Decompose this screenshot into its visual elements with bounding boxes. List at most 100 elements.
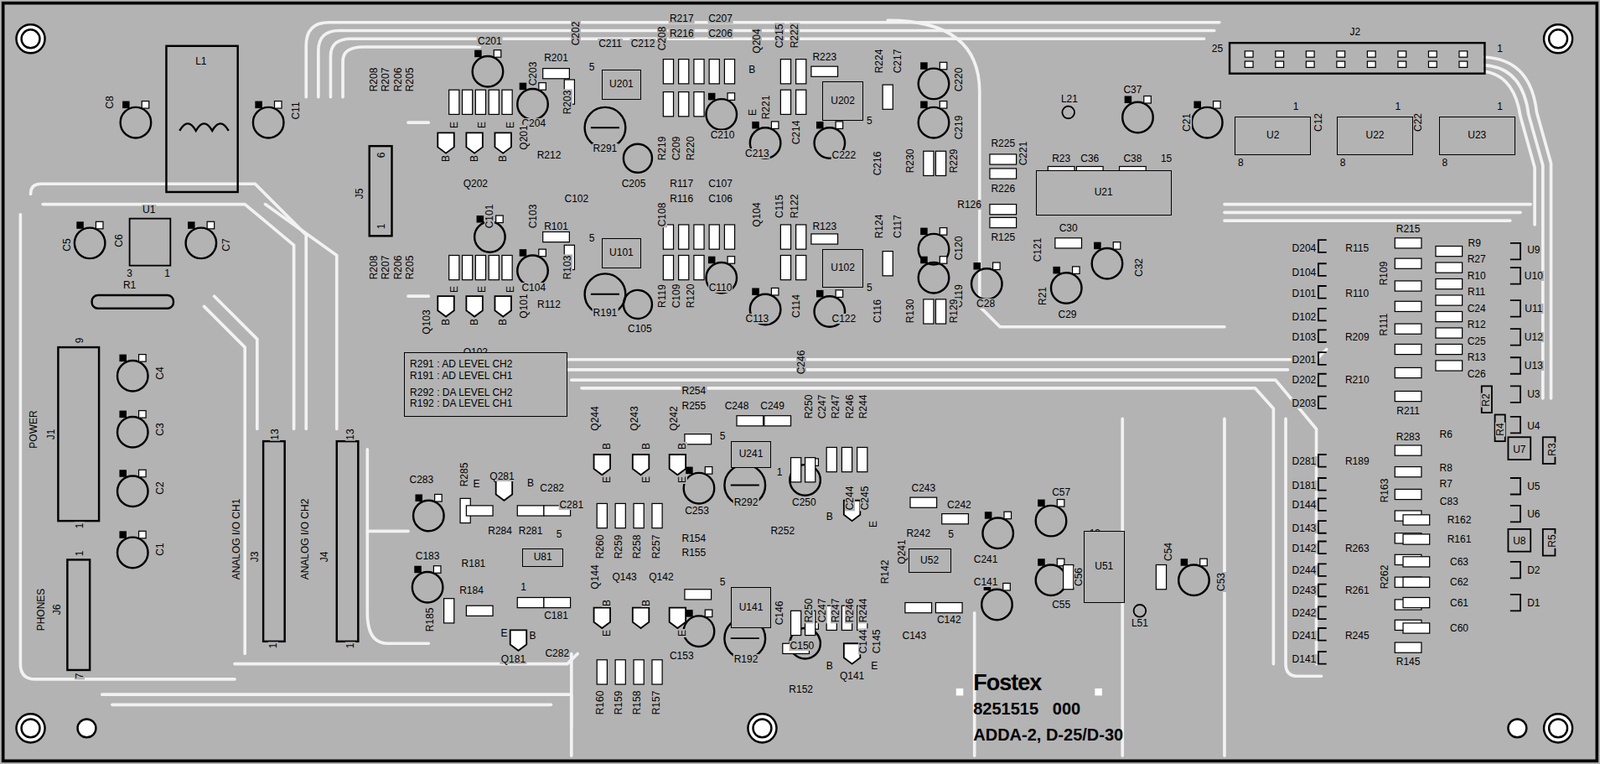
- part-label: R103: [562, 254, 573, 281]
- part-label: R222: [789, 22, 800, 49]
- part-label: R189: [1344, 455, 1371, 467]
- part-label: C241: [973, 554, 1000, 565]
- part-label: R206: [393, 67, 404, 94]
- part-label: C57: [1051, 486, 1072, 498]
- ic-outline: U101: [601, 238, 641, 270]
- part-label: 1: [1496, 43, 1504, 54]
- part-label: D1: [1526, 597, 1541, 608]
- part-label: R245: [1344, 630, 1371, 641]
- part-label: C53: [1216, 571, 1227, 592]
- part-label: R155: [681, 547, 708, 558]
- part-label: C25: [1466, 336, 1487, 347]
- part-label: C24: [1466, 303, 1487, 314]
- part-label: 1: [1496, 101, 1504, 112]
- part-label: R9: [1467, 238, 1482, 249]
- part-label: U7: [1511, 444, 1527, 455]
- part-label: B: [641, 598, 652, 607]
- part-label: R207: [380, 254, 391, 281]
- part-label: R250: [803, 597, 814, 624]
- part-label: R203: [562, 88, 573, 115]
- ic-outline: U201: [601, 69, 641, 101]
- part-label: D144: [1291, 499, 1318, 510]
- part-label: 6: [376, 151, 387, 160]
- part-label: Q204: [751, 27, 762, 54]
- part-label: R247: [830, 597, 841, 624]
- part-label: B: [825, 511, 834, 522]
- part-label: R283: [1395, 431, 1422, 442]
- part-label: C106: [707, 193, 734, 204]
- part-label: C217: [892, 48, 903, 75]
- part-label: R159: [613, 689, 624, 716]
- ic-name: U141: [739, 601, 764, 614]
- part-label: U6: [1526, 508, 1541, 519]
- part-label: R281: [517, 525, 544, 536]
- part-label: R250: [803, 393, 814, 420]
- part-label: C219: [953, 114, 964, 141]
- part-label: C101: [484, 203, 495, 230]
- part-label: Q104: [751, 201, 762, 228]
- part-label: D141: [1291, 653, 1318, 664]
- part-label: R225: [989, 138, 1016, 149]
- part-label: 25: [1211, 43, 1224, 54]
- part-label: U12: [1523, 331, 1544, 342]
- part-label: B: [601, 598, 612, 607]
- part-label: R109: [1378, 260, 1389, 287]
- part-label: 5: [719, 430, 727, 441]
- part-label: 5: [588, 62, 596, 73]
- part-label: 5: [588, 233, 596, 244]
- part-label: C202: [570, 20, 581, 47]
- part-label: R205: [404, 254, 415, 281]
- note-line: R291 : AD LEVEL CH2: [409, 358, 513, 371]
- part-label: R3: [1547, 441, 1558, 456]
- part-label: C37: [1122, 84, 1143, 95]
- part-label: 13: [345, 427, 356, 441]
- part-label: R2: [1480, 393, 1492, 408]
- board-marking: 8251515 000: [972, 699, 1082, 717]
- part-label: C247: [817, 597, 828, 624]
- part-label: C105: [626, 323, 653, 334]
- part-label: L1: [194, 56, 208, 67]
- part-label: R6: [1438, 429, 1453, 440]
- part-label: B: [526, 477, 535, 488]
- part-label: J3: [249, 549, 260, 563]
- part-label: 13: [269, 427, 280, 441]
- part-label: B: [747, 64, 756, 75]
- part-label: C110: [708, 282, 734, 293]
- part-label: R263: [1344, 543, 1371, 554]
- note-box: R291 : AD LEVEL CH2R191 : AD LEVEL CH1R2…: [403, 352, 568, 417]
- part-label: 5: [865, 282, 874, 293]
- part-label: B: [469, 317, 480, 327]
- note-line: R192 : DA LEVEL CH1: [409, 398, 513, 410]
- part-label: C109: [671, 283, 682, 310]
- part-label: R201: [543, 52, 570, 63]
- part-label: D243: [1291, 585, 1318, 596]
- part-label: 8: [1339, 157, 1347, 168]
- part-label: R122: [789, 193, 800, 220]
- part-label: R110: [1344, 288, 1370, 299]
- part-label: C282: [543, 647, 570, 658]
- part-label: 1: [1292, 101, 1300, 112]
- part-label: C209: [671, 134, 682, 161]
- ic-outline: U241: [730, 440, 772, 468]
- part-label: C103: [528, 203, 539, 230]
- part-label: 1: [163, 268, 171, 279]
- part-label: 1: [345, 641, 356, 649]
- part-label: R130: [905, 298, 916, 325]
- part-label: C32: [1133, 257, 1145, 278]
- part-label: C153: [668, 650, 695, 661]
- part-label: 1: [776, 466, 784, 477]
- part-label: C208: [657, 25, 668, 52]
- part-label: B: [440, 154, 451, 163]
- part-label: C55: [1051, 599, 1072, 610]
- part-label: R116: [668, 193, 694, 204]
- part-label: R27: [1466, 253, 1487, 265]
- part-label: C113: [744, 313, 770, 324]
- part-label: C201: [476, 36, 503, 47]
- part-label: Q243: [629, 405, 640, 432]
- part-label: C28: [975, 298, 996, 309]
- part-label: R21: [1037, 285, 1048, 306]
- part-label: R157: [651, 689, 662, 716]
- ic-name: U23: [1467, 129, 1487, 142]
- part-label: E: [476, 284, 487, 294]
